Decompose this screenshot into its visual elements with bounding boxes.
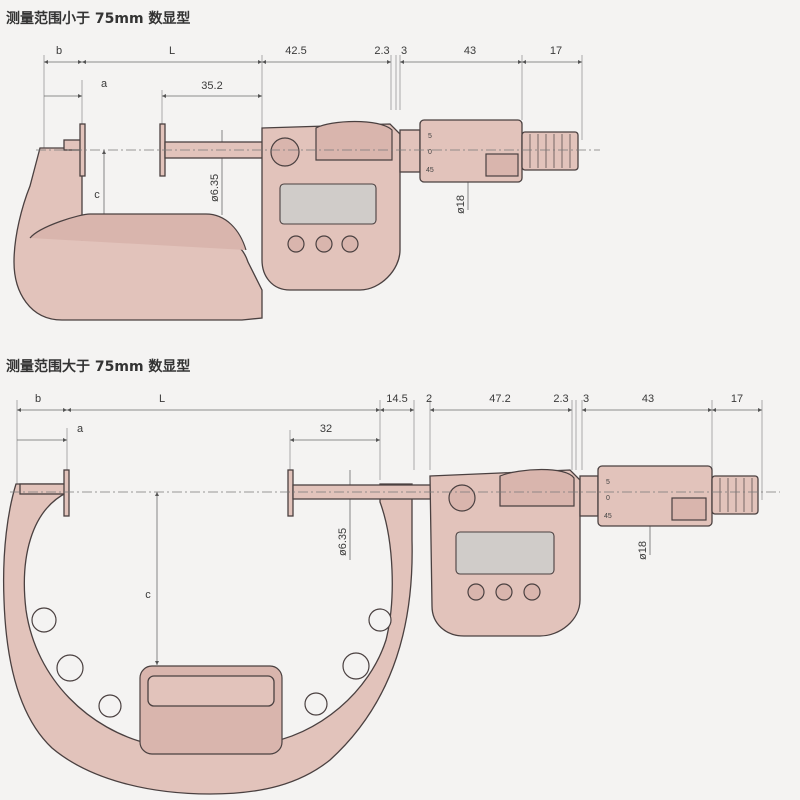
ratchet-large xyxy=(711,475,759,515)
dim-a-large: a xyxy=(77,423,84,435)
clamp-knob-small xyxy=(270,137,300,167)
dim-c-small: c xyxy=(94,189,100,201)
button-small-1 xyxy=(287,235,305,253)
button-large-1 xyxy=(467,583,485,601)
button-small-2 xyxy=(315,235,333,253)
dim-L-small: L xyxy=(169,45,175,57)
dim-32: 32 xyxy=(320,423,332,435)
dim-3-large: 3 xyxy=(583,393,589,405)
frame-hole-5 xyxy=(342,652,370,680)
clamp-knob-large xyxy=(448,484,476,512)
title-large-range: 测量范围大于 75mm 数显型 xyxy=(6,359,191,375)
frame-hole-2 xyxy=(56,654,84,682)
dim-43-small: 43 xyxy=(464,45,476,57)
knurl-large xyxy=(671,497,707,521)
spindle-disk-large xyxy=(287,469,294,517)
ratchet-small xyxy=(521,131,579,171)
dim-3-small: 3 xyxy=(401,45,407,57)
button-large-2 xyxy=(495,583,513,601)
frame-hole-1 xyxy=(31,607,57,633)
lcd-small xyxy=(279,183,377,225)
dim-spindle-dia-large: ø6.35 xyxy=(337,528,349,556)
button-large-3 xyxy=(523,583,541,601)
dim-L-large: L xyxy=(159,393,165,405)
dim-thimble-dia-large: ø18 xyxy=(637,541,649,560)
dim-b-small: b xyxy=(56,45,62,57)
dim-47-2: 47.2 xyxy=(489,393,510,405)
svg-text:45: 45 xyxy=(426,167,434,174)
svg-text:5: 5 xyxy=(606,479,610,486)
dim-2-3-large: 2.3 xyxy=(553,393,568,405)
svg-text:0: 0 xyxy=(428,149,432,156)
frame-large xyxy=(2,483,413,795)
frame-hole-3 xyxy=(98,694,122,718)
lcd-large xyxy=(455,531,555,575)
dim-2-3-small: 2.3 xyxy=(374,45,389,57)
bottom-micrometer: b a L 32 14.5 2 47.2 2.3 3 43 17 c ø6.35… xyxy=(2,393,780,795)
dim-thimble-dia-small: ø18 xyxy=(455,195,467,214)
button-small-3 xyxy=(341,235,359,253)
frame-hole-4 xyxy=(304,692,328,716)
dim-43-large: 43 xyxy=(642,393,654,405)
dim-a-small: a xyxy=(101,78,108,90)
dim-b-large: b xyxy=(35,393,41,405)
frame-hole-6 xyxy=(368,608,392,632)
anvil-disk-large xyxy=(63,469,70,517)
dim-spindle-dia-small: ø6.35 xyxy=(209,174,221,202)
dim-17-large: 17 xyxy=(731,393,743,405)
dim-42-5: 42.5 xyxy=(285,45,306,57)
sleeve-small xyxy=(399,129,421,173)
title-small-range: 测量范围小于 75mm 数显型 xyxy=(6,11,191,27)
svg-text:5: 5 xyxy=(428,133,432,140)
dim-35-2: 35.2 xyxy=(201,80,222,92)
dim-14-5: 14.5 xyxy=(386,393,407,405)
knurl-small xyxy=(485,153,519,177)
dim-2: 2 xyxy=(426,393,432,405)
sleeve-large xyxy=(579,475,599,517)
top-micrometer: b a L 35.2 42.5 2.3 3 43 17 c ø6.35 ø18 … xyxy=(13,45,600,321)
dim-17-small: 17 xyxy=(550,45,562,57)
dim-c-large: c xyxy=(145,589,151,601)
svg-text:0: 0 xyxy=(606,495,610,502)
svg-text:45: 45 xyxy=(604,513,612,520)
